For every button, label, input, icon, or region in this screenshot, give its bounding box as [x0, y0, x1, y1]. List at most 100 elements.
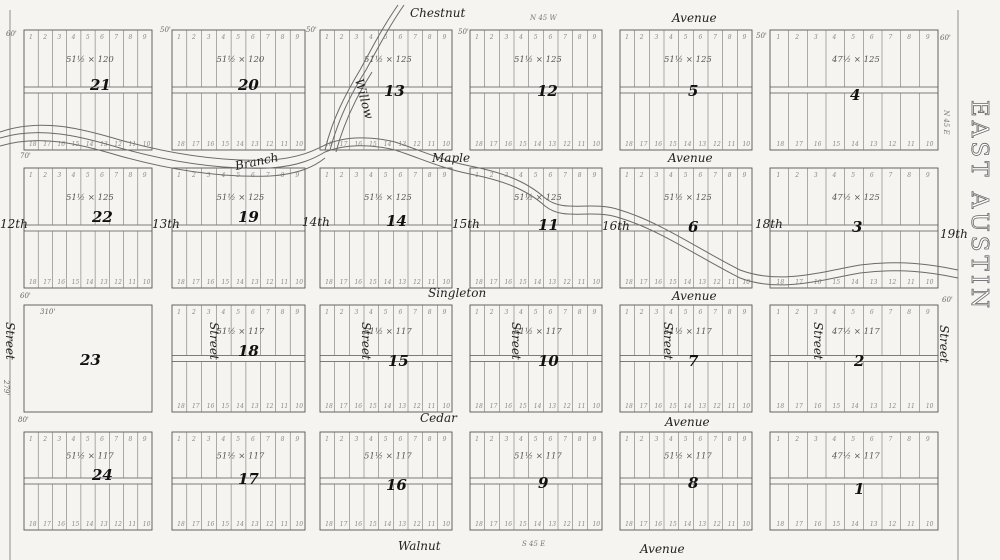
- edge-mark-50d: 50': [756, 32, 767, 40]
- lot-number: 7: [563, 436, 567, 443]
- lot-number: 15: [72, 521, 80, 528]
- block-outline: [319, 304, 453, 413]
- 19th-street-word: Street: [937, 325, 951, 363]
- lot-number: 4: [832, 172, 837, 179]
- lot-number: 16: [814, 279, 822, 286]
- lot-number: 7: [266, 436, 270, 443]
- lot-number: 2: [489, 172, 494, 179]
- lot-number: 15: [519, 279, 527, 286]
- block-number: 20: [237, 76, 259, 94]
- lot-number: 17: [795, 521, 803, 528]
- lot-number: 1: [29, 172, 33, 179]
- lot-number: 18: [29, 141, 37, 148]
- lot-number: 2: [639, 436, 644, 443]
- lot-dimensions: 47½ × 125: [831, 192, 880, 203]
- lot-number: 17: [192, 403, 200, 410]
- lot-number: 8: [281, 172, 285, 179]
- 18th-street-word: Street: [811, 322, 825, 360]
- lot-number: 12: [563, 141, 571, 148]
- lot-number: 14: [236, 521, 244, 528]
- lot-number: 8: [281, 34, 285, 41]
- lot-number: 8: [578, 34, 582, 41]
- edge-mark-50b: 50': [306, 26, 317, 34]
- lot-number: 10: [742, 403, 750, 410]
- 13th-street-word: Street: [207, 322, 221, 360]
- lot-number: 15: [833, 279, 841, 286]
- lot-number: 6: [870, 309, 874, 316]
- lot-number: 9: [442, 309, 446, 316]
- lot-number: 12: [266, 141, 274, 148]
- cedar-avenue-label: Avenue: [664, 415, 710, 429]
- lot-number: 14: [384, 279, 392, 286]
- lot-number: 5: [236, 436, 240, 443]
- lot-number: 11: [578, 403, 586, 410]
- 13th-street-label: 13th: [152, 217, 180, 231]
- lot-number: 11: [907, 521, 915, 528]
- lot-number: 5: [384, 34, 388, 41]
- lot-number: 5: [384, 172, 388, 179]
- lot-number: 7: [413, 436, 417, 443]
- lot-number: 17: [340, 141, 348, 148]
- lot-number: 5: [851, 436, 855, 443]
- lot-number: 8: [907, 309, 911, 316]
- lot-number: 15: [222, 141, 230, 148]
- lot-number: 17: [192, 279, 200, 286]
- lot-number: 15: [369, 141, 377, 148]
- lot-number: 6: [398, 309, 402, 316]
- lot-number: 7: [889, 436, 893, 443]
- lot-number: 11: [578, 279, 586, 286]
- lot-number: 14: [851, 141, 859, 148]
- lot-number: 8: [129, 436, 133, 443]
- lot-number: 13: [251, 279, 259, 286]
- lot-number: 1: [777, 436, 781, 443]
- lot-number: 12: [413, 403, 421, 410]
- lot-number: 8: [907, 436, 911, 443]
- block-number: 7: [688, 352, 699, 370]
- 16th-street-word: Street: [661, 322, 675, 360]
- lot-number: 12: [889, 403, 897, 410]
- lot-number: 4: [668, 309, 673, 316]
- lot-number: 2: [339, 436, 344, 443]
- lot-number: 13: [548, 403, 556, 410]
- block-outline: [171, 29, 306, 151]
- lot-number: 15: [833, 521, 841, 528]
- lot-number: 8: [428, 34, 432, 41]
- lot-number: 4: [518, 309, 523, 316]
- lot-number: 3: [207, 172, 211, 179]
- lot-number: 12: [563, 521, 571, 528]
- lot-number: 15: [669, 403, 677, 410]
- lot-number: 11: [428, 141, 436, 148]
- lot-number: 7: [889, 34, 893, 41]
- lot-number: 18: [325, 279, 333, 286]
- lot-number: 14: [851, 279, 859, 286]
- lot-number: 13: [698, 403, 706, 410]
- lot-number: 9: [926, 34, 930, 41]
- lot-number: 9: [442, 172, 446, 179]
- block-outline: [469, 167, 603, 289]
- block-23: 23: [23, 304, 153, 413]
- lot-number: 8: [578, 172, 582, 179]
- lot-number: 13: [100, 141, 108, 148]
- lot-dimensions: 47½ × 125: [831, 54, 880, 65]
- lot-number: 8: [129, 172, 133, 179]
- lot-number: 18: [777, 141, 785, 148]
- lot-number: 3: [814, 172, 818, 179]
- lot-number: 15: [519, 521, 527, 528]
- lot-number: 3: [814, 34, 818, 41]
- lot-dimensions: 47½ × 117: [831, 326, 880, 337]
- chestnut-avenue-label: Avenue: [671, 11, 717, 25]
- lot-number: 7: [713, 34, 717, 41]
- lot-number: 4: [368, 436, 373, 443]
- lot-number: 5: [384, 309, 388, 316]
- lot-number: 8: [428, 436, 432, 443]
- lot-number: 18: [325, 141, 333, 148]
- lot-number: 16: [354, 279, 362, 286]
- lot-number: 7: [713, 172, 717, 179]
- lot-number: 13: [251, 403, 259, 410]
